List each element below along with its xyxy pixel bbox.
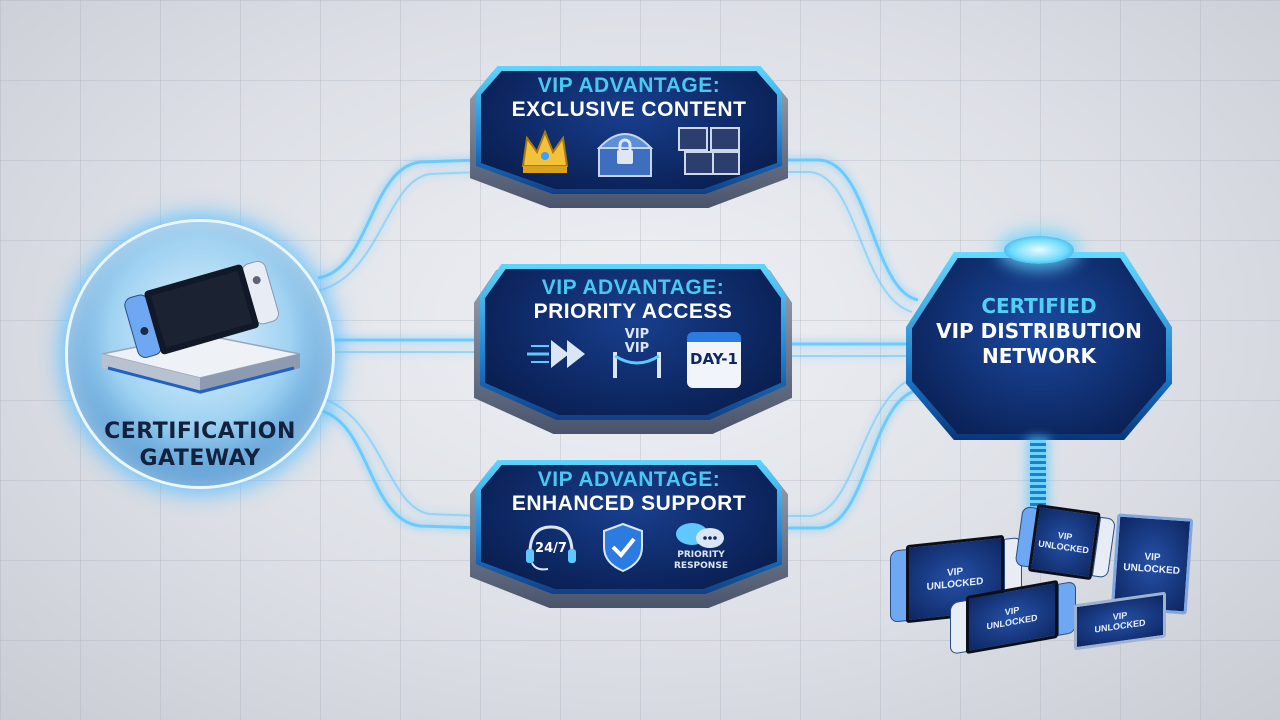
- hub-label: CERTIFIED VIP DISTRIBUTION NETWORK: [906, 294, 1172, 369]
- panel-title-line1: VIP ADVANTAGE:: [537, 74, 721, 97]
- headset-icon: 24/7: [522, 521, 580, 573]
- link-bottom-hub-b: [770, 377, 913, 517]
- link-gateway-top-b: [311, 171, 481, 293]
- panel-title-line1: VIP ADVANTAGE:: [537, 468, 721, 491]
- shield-check-icon: [603, 522, 643, 573]
- vip-sign-line1: VIP: [624, 327, 650, 342]
- panel-title: VIP ADVANTAGE: ENHANCED SUPPORT: [476, 468, 782, 516]
- device-screen-line2: UNLOCKED: [1122, 562, 1181, 577]
- panel-priority-access: VIP ADVANTAGE: PRIORITY ACCESS VIP VIP D…: [474, 264, 792, 434]
- calendar-label: DAY-1: [690, 350, 738, 368]
- panel-icons: 24/7 PRIORITY RESPONSE: [476, 520, 782, 574]
- calendar-icon: DAY-1: [685, 328, 743, 388]
- vip-distribution-hub: CERTIFIED VIP DISTRIBUTION NETWORK: [906, 236, 1172, 440]
- chat-label-line1: PRIORITY: [677, 550, 725, 560]
- device-screen-line2: UNLOCKED: [926, 576, 984, 593]
- hub-label-line1: CERTIFIED: [981, 294, 1097, 318]
- panel-exclusive-content: VIP ADVANTAGE: EXCLUSIVE CONTENT: [470, 66, 788, 208]
- link-gateway-bottom: [317, 408, 481, 530]
- gateway-label-line1: CERTIFICATION: [104, 419, 296, 444]
- device-console-2: VIP UNLOCKED: [1013, 500, 1116, 588]
- hub-label-line2: VIP DISTRIBUTION: [936, 319, 1142, 343]
- link-gateway-bottom-b: [311, 395, 481, 517]
- panel-icons: [476, 124, 782, 178]
- exclusive-game-cards-icon: [678, 127, 740, 175]
- link-gateway-top: [317, 158, 481, 280]
- vip-sign-line2: VIP: [624, 341, 650, 356]
- console-dock-icon: [101, 260, 301, 394]
- certification-gateway: CERTIFICATION GATEWAY: [68, 222, 332, 486]
- panel-icons: VIP VIP DAY-1: [480, 326, 786, 388]
- panel-title-line2: PRIORITY ACCESS: [533, 300, 733, 323]
- link-top-hub: [770, 158, 919, 302]
- fast-forward-arrows-icon: [527, 340, 585, 368]
- link-top-hub-b: [770, 171, 913, 313]
- chat-bubbles-icon: PRIORITY RESPONSE: [666, 520, 736, 574]
- panel-title-line1: VIP ADVANTAGE:: [541, 276, 725, 299]
- headset-label: 24/7: [535, 541, 567, 556]
- hub-beacon-icon: [1004, 236, 1074, 264]
- device-screen-line2: UNLOCKED: [1094, 617, 1146, 635]
- device-screen-line1: VIP: [1144, 551, 1161, 564]
- crown-icon: [521, 129, 569, 173]
- gateway-label-line2: GATEWAY: [139, 446, 261, 471]
- panel-title-line2: EXCLUSIVE CONTENT: [511, 98, 747, 121]
- locked-chest-icon: [596, 133, 654, 177]
- chat-label-line2: RESPONSE: [674, 561, 728, 571]
- device-screen-line2: UNLOCKED: [1037, 538, 1090, 556]
- hub-label-line3: NETWORK: [981, 344, 1096, 368]
- link-bottom-hub: [770, 388, 919, 530]
- panel-title: VIP ADVANTAGE: EXCLUSIVE CONTENT: [476, 74, 782, 122]
- hub-cable: [1030, 440, 1046, 518]
- panel-enhanced-support: VIP ADVANTAGE: ENHANCED SUPPORT 24/7 PR: [470, 460, 788, 608]
- panel-title: VIP ADVANTAGE: PRIORITY ACCESS: [480, 276, 786, 324]
- gateway-label: CERTIFICATION GATEWAY: [68, 418, 332, 472]
- panel-title-line2: ENHANCED SUPPORT: [511, 492, 747, 515]
- vip-rope-barrier-icon: VIP VIP: [607, 326, 667, 382]
- hub-face: [912, 258, 1166, 434]
